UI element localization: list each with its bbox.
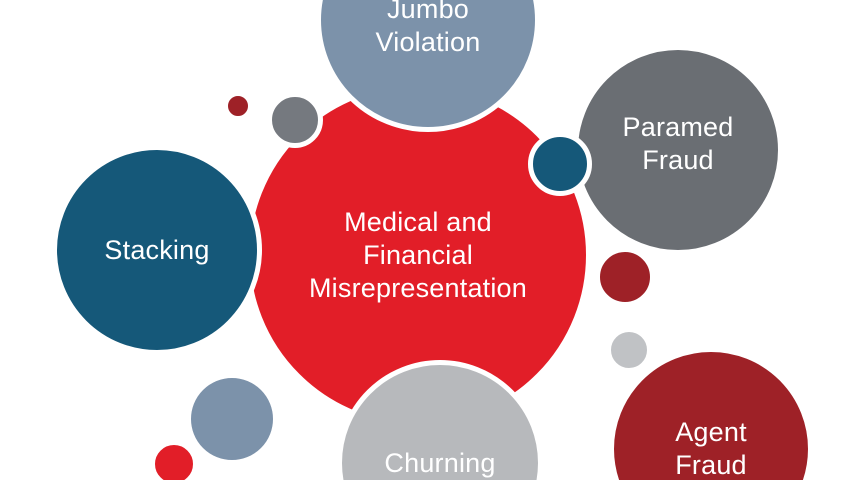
medical-financial-misrepresentation-label-line: Financial [363, 239, 473, 270]
stacking-bubble: Stacking [52, 145, 262, 355]
medical-financial-misrepresentation-label-line: Misrepresentation [308, 272, 527, 303]
stacking-label: Stacking [104, 234, 209, 267]
agent-fraud-label-line: Fraud [675, 450, 747, 480]
churning-label-line: Churning [384, 447, 496, 478]
accent-light-gray-small-bubble [606, 327, 652, 373]
jumbo-violation-label-line: Jumbo [386, 0, 470, 24]
accent-dark-red-medium-bubble [595, 247, 655, 307]
accent-dark-red-small-bubble [223, 91, 253, 121]
stacking-label-line: Stacking [104, 234, 210, 265]
accent-blue-gray-medium-bubble [186, 373, 278, 465]
jumbo-violation-label-line: Violation [375, 27, 481, 57]
accent-gray-medium-bubble [267, 92, 323, 148]
paramed-fraud-label-line: Fraud [642, 145, 714, 175]
agent-fraud-label-line: Agent [675, 417, 747, 447]
accent-red-small-bubble [150, 440, 198, 480]
medical-financial-misrepresentation-label-line: Medical and [344, 206, 492, 237]
accent-teal-small-bubble [528, 132, 592, 196]
churning-label: Churning [384, 447, 495, 480]
paramed-fraud-label-line: Paramed [622, 112, 734, 142]
